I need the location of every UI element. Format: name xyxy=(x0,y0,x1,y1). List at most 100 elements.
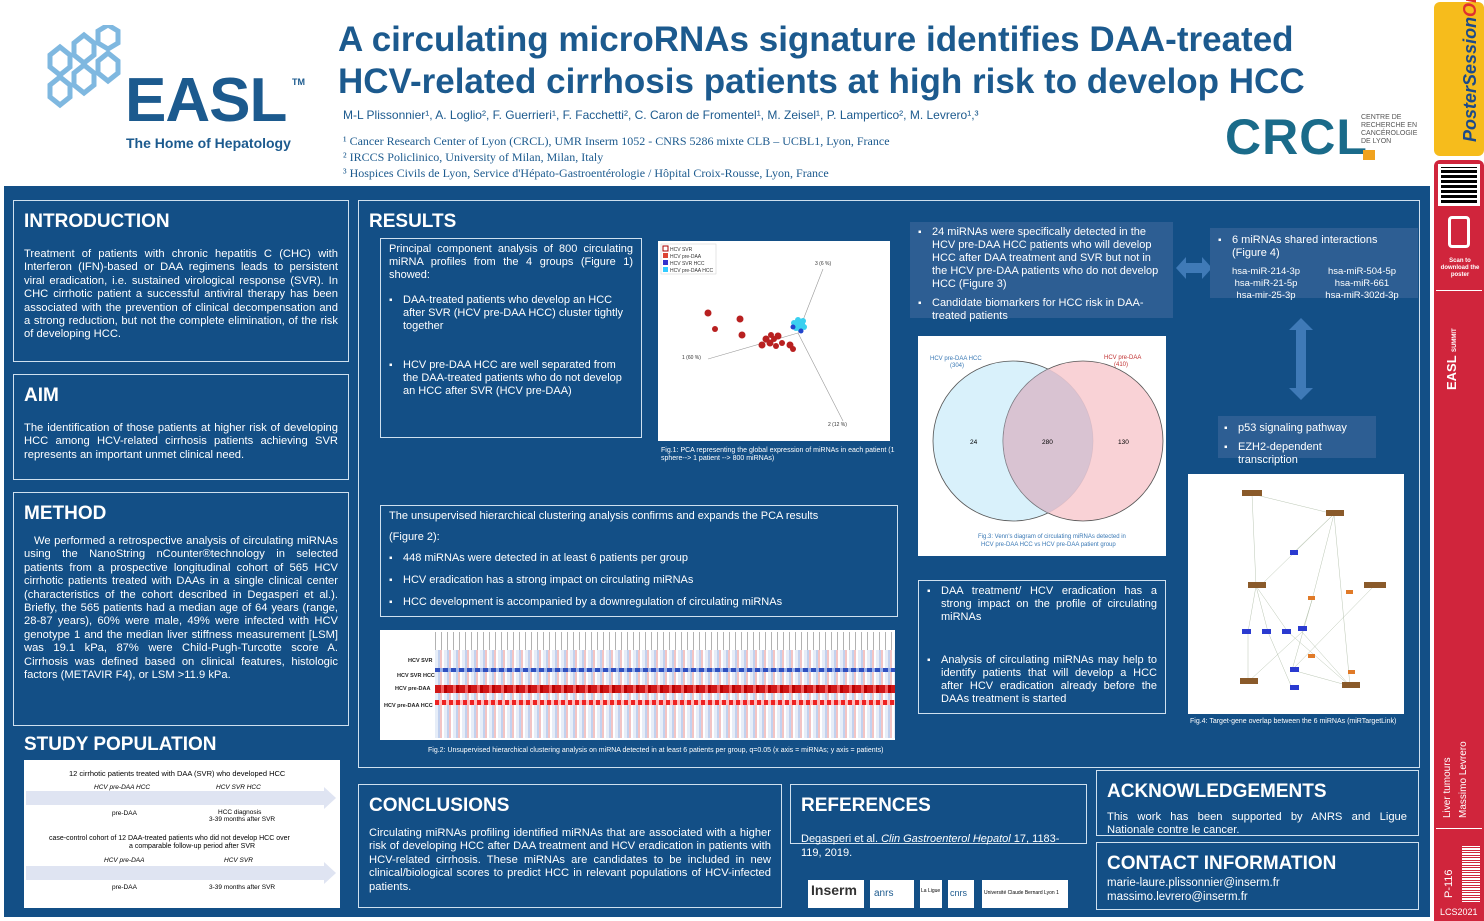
poster-title-line2: HCV-related cirrhosis patients at high r… xyxy=(338,62,1305,101)
introduction-text: Treatment of patients with chronic hepat… xyxy=(24,248,338,341)
authors: M-L Plissonnier¹, A. Loglio², F. Guerrie… xyxy=(343,108,979,122)
aim-section: AIM The identification of those patients… xyxy=(13,374,349,480)
crcl-subtitle: CENTRE DE RECHERCHE EN CANCÉROLOGIE DE L… xyxy=(1361,114,1418,145)
easl-tagline: The Home of Hepatology xyxy=(126,135,291,151)
sidebar-divider xyxy=(1436,290,1482,291)
svg-text:(304): (304) xyxy=(950,363,964,369)
clustering-bullet-1: 448 miRNAs were detected in at least 6 p… xyxy=(389,552,889,565)
pca-bullet-2: HCV pre-DAA HCC are well separated from … xyxy=(389,359,633,398)
clustering-bullet-2: HCV eradication has a strong impact on c… xyxy=(389,574,889,587)
conclusions-section: CONCLUSIONS Circulating miRNAs profiling… xyxy=(358,784,782,908)
affiliation-1: ¹ Cancer Research Center of Lyon (CRCL),… xyxy=(343,134,890,148)
barcode xyxy=(1462,846,1480,902)
fig1-caption: Fig.1: PCA representing the global expre… xyxy=(661,447,895,462)
sidebar-topic: Liver tumours xyxy=(1442,757,1453,818)
method-text: We performed a retrospective analysis of… xyxy=(24,535,338,682)
contact-email-2[interactable]: massimo.levrero@inserm.fr xyxy=(1107,891,1248,903)
svg-text:130: 130 xyxy=(1118,439,1129,446)
pathway-p53: p53 signaling pathway xyxy=(1224,422,1370,435)
daa-bullet-2: Analysis of circulating miRNAs may help … xyxy=(927,654,1157,706)
inserm-logo: Inserm xyxy=(808,880,864,908)
fig4-caption: Fig.4: Target-gene overlap between the 6… xyxy=(1190,718,1397,725)
download-phone-icon[interactable] xyxy=(1448,216,1470,248)
affiliation-2: ² IRCCS Policlinico, University of Milan… xyxy=(343,150,604,164)
study-population-diagram: 12 cirrhotic patients treated with DAA (… xyxy=(24,760,340,908)
svg-text:2 (12 %): 2 (12 %) xyxy=(828,422,847,428)
results-heading: RESULTS xyxy=(369,211,457,232)
references-heading: REFERENCES xyxy=(801,795,931,816)
aim-text: The identification of those patients at … xyxy=(24,422,338,461)
aim-heading: AIM xyxy=(24,385,59,406)
fig1-pca-plot: HCV SVR HCV pre-DAA HCV SVR HCC HCV pre-… xyxy=(658,241,890,441)
references-text: Degasperi et al. Clin Gastroenterol Hepa… xyxy=(801,833,1060,859)
svg-text:Fig.3: Venn's diagram of circu: Fig.3: Venn's diagram of circulating miR… xyxy=(978,534,1126,540)
ucbl-logo: Université Claude Bernard Lyon 1 xyxy=(982,880,1068,908)
pca-bullet-1: DAA-treated patients who develop an HCC … xyxy=(389,294,633,333)
svg-text:HCV SVR HCC: HCV SVR HCC xyxy=(670,261,705,267)
svg-text:HCV pre-DAA: HCV pre-DAA xyxy=(670,254,702,260)
daa-summary-box: DAA treatment/ HCV eradication has a str… xyxy=(918,580,1166,714)
conclusions-heading: CONCLUSIONS xyxy=(369,795,510,816)
vertical-double-arrow xyxy=(1288,318,1314,400)
easl-hexagon-icon xyxy=(47,25,121,109)
svg-text:HCV pre-DAA HCC: HCV pre-DAA HCC xyxy=(670,268,713,274)
event-code: LCS2021 xyxy=(1440,907,1478,917)
pca-summary-box: Principal component analysis of 800 circ… xyxy=(380,238,642,438)
crcl-dot xyxy=(1363,150,1375,160)
contact-heading: CONTACT INFORMATION xyxy=(1107,853,1337,874)
venn-bullet-1: 24 miRNAs were specifically detected in … xyxy=(918,226,1165,291)
crcl-logo: CRCL CENTRE DE RECHERCHE EN CANCÉROLOGIE… xyxy=(1225,108,1425,168)
fig3-venn: HCV pre-DAA HCC (304) HCV pre-DAA (410) … xyxy=(918,336,1166,556)
svg-text:280: 280 xyxy=(1042,439,1053,446)
svg-text:HCV pre-DAA HCC: HCV pre-DAA HCC xyxy=(930,356,982,362)
qr-code[interactable] xyxy=(1438,164,1480,206)
introduction-heading: INTRODUCTION xyxy=(24,211,170,232)
venn-bullet-2: Candidate biomarkers for HCC risk in DAA… xyxy=(918,297,1165,323)
svg-text:1 (60 %): 1 (60 %) xyxy=(682,355,701,361)
pca-3d-chart: HCV SVR HCV pre-DAA HCV SVR HCC HCV pre-… xyxy=(660,243,847,428)
anrs-logo: anrs xyxy=(870,880,914,908)
poster-session-online-badge: PosterSessionOnline xyxy=(1434,0,1484,156)
acknowledgements-section: ACKNOWLEDGEMENTS This work has been supp… xyxy=(1096,770,1419,836)
cnrs-logo: cnrs xyxy=(948,880,974,908)
fig2-heatmap: HCV SVR HCV SVR HCC HCV pre-DAA HCV pre-… xyxy=(380,630,895,740)
method-heading: METHOD xyxy=(24,503,107,524)
ligue-logo: La Ligue xyxy=(920,880,942,908)
pathway-ezh2: EZH2-dependent transcription xyxy=(1224,441,1370,467)
acknowledgements-heading: ACKNOWLEDGEMENTS xyxy=(1107,781,1327,802)
timeline-arrow-1 xyxy=(26,791,326,805)
sidebar-author: Massimo Levrero xyxy=(1458,741,1469,818)
mirna-shared-box: 6 miRNAs shared interactions (Figure 4) … xyxy=(1210,228,1418,301)
contact-section: CONTACT INFORMATION marie-laure.plissonn… xyxy=(1096,842,1419,910)
crcl-wordmark: CRCL xyxy=(1225,109,1368,165)
clustering-bullet-3: HCC development is accompanied by a down… xyxy=(389,596,889,609)
easl-logo: EASL TM The Home of Hepatology xyxy=(30,25,310,155)
svg-text:24: 24 xyxy=(970,439,978,446)
fig4-network xyxy=(1188,474,1404,714)
contact-email-1[interactable]: marie-laure.plissonnier@inserm.fr xyxy=(1107,877,1280,889)
fig2-caption: Fig.2: Unsupervised hierarchical cluster… xyxy=(428,747,884,754)
heatmap-cells xyxy=(435,650,895,738)
easl-wordmark: EASL xyxy=(125,66,287,135)
mirna-shared-heading: 6 miRNAs shared interactions (Figure 4) xyxy=(1218,234,1410,260)
pathway-box: p53 signaling pathway EZH2-dependent tra… xyxy=(1218,416,1376,466)
daa-bullet-1: DAA treatment/ HCV eradication has a str… xyxy=(927,585,1157,624)
conclusions-text: Circulating miRNAs profiling identified … xyxy=(369,827,771,893)
study-population-heading: STUDY POPULATION xyxy=(24,734,217,755)
timeline-arrow-2 xyxy=(26,866,326,880)
affiliation-3: ³ Hospices Civils de Lyon, Service d'Hép… xyxy=(343,166,829,180)
svg-text:HCV SVR: HCV SVR xyxy=(670,247,693,253)
introduction-section: INTRODUCTION Treatment of patients with … xyxy=(13,200,349,362)
scan-to-download-text: Scan to download the poster xyxy=(1440,258,1480,278)
horizontal-double-arrow xyxy=(1176,255,1212,281)
svg-text:(410): (410) xyxy=(1114,362,1128,368)
venn-summary-box: 24 miRNAs were specifically detected in … xyxy=(910,222,1173,322)
method-section: METHOD We performed a retrospective anal… xyxy=(13,492,349,726)
svg-text:HCV pre-DAA: HCV pre-DAA xyxy=(1104,355,1141,361)
svg-text:HCV pre-DAA HCC vs HCV pre-DAA: HCV pre-DAA HCC vs HCV pre-DAA patient g… xyxy=(981,542,1116,548)
partner-logos: Inserm anrs La Ligue cnrs Université Cla… xyxy=(808,880,1068,910)
mirna-target-network xyxy=(1240,490,1386,690)
mirna-list: hsa-miR-214-3p hsa-miR-504-5p hsa-miR-21… xyxy=(1231,266,1399,301)
poster-title-line1: A circulating microRNAs signature identi… xyxy=(338,20,1294,59)
sidebar-red-panel xyxy=(1434,160,1484,921)
